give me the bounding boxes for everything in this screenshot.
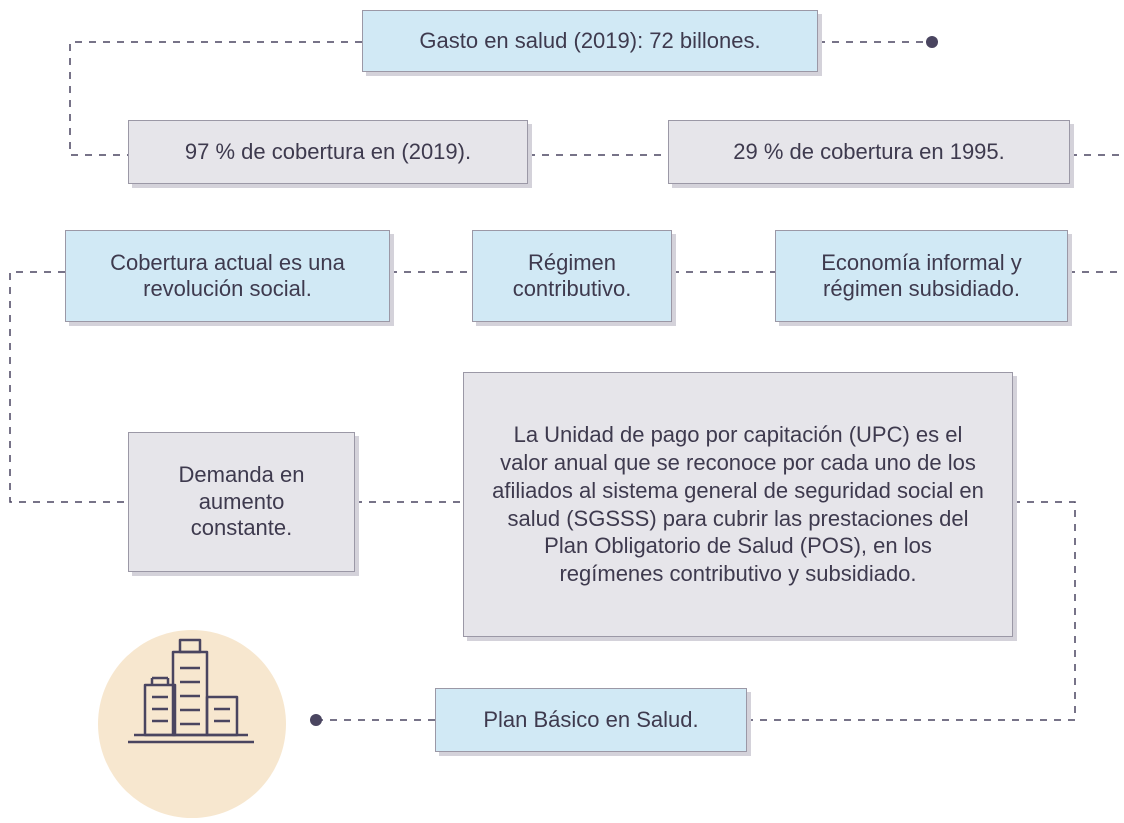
node-upc-text: La Unidad de pago por capitación (UPC) e… (492, 421, 984, 587)
node-economia-informal: Economía informal y régimen subsidiado. (775, 230, 1068, 322)
buildings-badge (98, 630, 286, 818)
node-demanda-text: Demanda en aumento constante. (178, 462, 305, 541)
connector-lines (9, 36, 1124, 726)
node-cobertura-1995-text: 29 % de cobertura en 1995. (733, 138, 1005, 164)
node-cobertura-2019-text: 97 % de cobertura en (2019). (184, 138, 472, 164)
node-cobertura-2019: 97 % de cobertura en (2019). (128, 120, 528, 184)
connector-end-dot-top (926, 36, 938, 48)
node-regimen-contributivo: Régimen contributivo. (472, 230, 672, 322)
node-economia-informal-text: Economía informal y régimen subsidiado. (821, 249, 1022, 301)
connector-gasto-left (69, 41, 362, 156)
buildings-icon (128, 638, 254, 744)
node-cobertura-1995: 29 % de cobertura en 1995. (668, 120, 1070, 184)
node-revolucion-text: Cobertura actual es una revolución socia… (110, 249, 345, 301)
node-demanda: Demanda en aumento constante. (128, 432, 355, 572)
node-revolucion: Cobertura actual es una revolución socia… (65, 230, 390, 322)
connector-revolucion-left (9, 271, 128, 503)
node-upc: La Unidad de pago por capitación (UPC) e… (463, 372, 1013, 637)
node-gasto-text: Gasto en salud (2019): 72 billones. (419, 27, 761, 53)
node-plan-basico: Plan Básico en Salud. (435, 688, 747, 752)
node-plan-basico-text: Plan Básico en Salud. (483, 706, 699, 732)
connector-end-dot-bottom (310, 714, 322, 726)
node-gasto: Gasto en salud (2019): 72 billones. (362, 10, 818, 72)
connector-upc-plan (747, 501, 1076, 721)
node-regimen-contributivo-text: Régimen contributivo. (512, 249, 632, 301)
